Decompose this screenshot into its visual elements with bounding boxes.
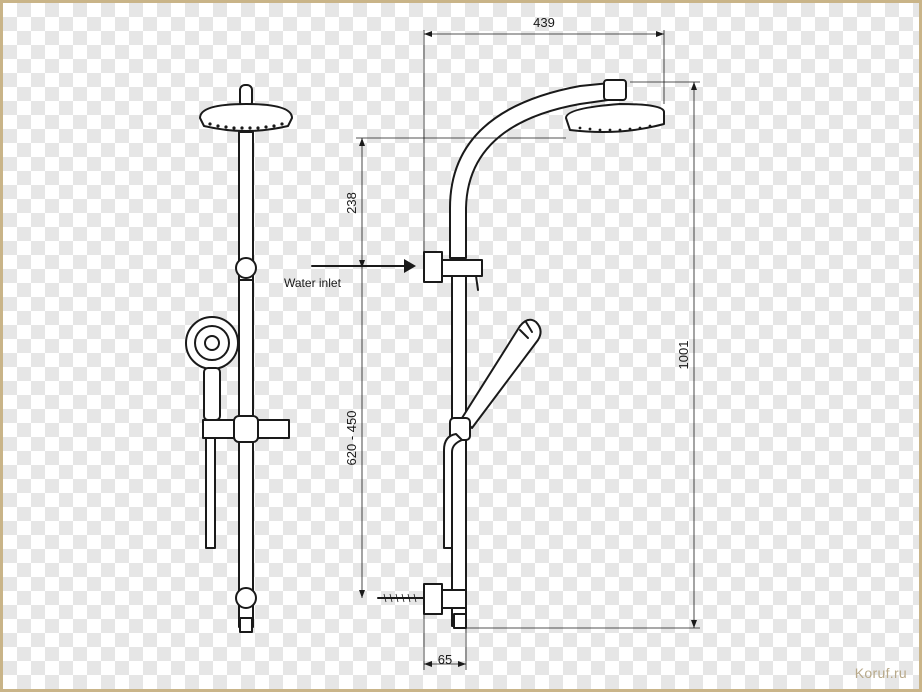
hand-shower-handle xyxy=(203,367,221,421)
lower-wall-bracket-side xyxy=(423,583,443,615)
bottom-outlet xyxy=(239,617,253,633)
shower-rail xyxy=(238,131,254,628)
overhead-shower-head-side xyxy=(565,103,665,133)
bottom-outlet-side xyxy=(453,613,467,629)
shower-hose xyxy=(205,437,216,549)
lower-bracket-body xyxy=(441,589,467,609)
diverter-knob xyxy=(475,275,479,291)
slider-body xyxy=(233,415,259,443)
overhead-joint xyxy=(603,79,627,101)
dimension-lines xyxy=(356,30,700,670)
diverter-body xyxy=(441,259,483,277)
water-inlet-label: Water inlet xyxy=(284,276,342,290)
water-inlet-arrow xyxy=(311,259,416,273)
overhead-nozzles xyxy=(208,122,284,130)
hand-shower-side xyxy=(461,318,542,429)
dim-overall-height: 1001 xyxy=(676,341,691,370)
shower-rail-side xyxy=(451,275,467,627)
shower-hose-side xyxy=(443,433,463,549)
lower-wall-bracket xyxy=(235,587,257,609)
dim-base-offset: 65 xyxy=(438,652,452,667)
dim-inlet-range: 620 - 450 xyxy=(344,411,359,466)
dim-head-to-inlet: 238 xyxy=(344,192,359,214)
dim-overall-width: 439 xyxy=(533,15,555,30)
shower-system-drawing: 439 1001 238 620 - 450 65 Water inlet xyxy=(185,15,700,670)
front-view xyxy=(185,84,293,633)
side-view xyxy=(377,79,665,629)
hand-shower-head xyxy=(185,316,239,370)
overhead-nozzles-side xyxy=(578,124,652,132)
overhead-shower-head xyxy=(199,103,293,132)
upper-wall-bracket xyxy=(235,257,257,279)
wall-bracket-inlet xyxy=(423,251,443,283)
watermark: Koruf.ru xyxy=(854,665,907,681)
